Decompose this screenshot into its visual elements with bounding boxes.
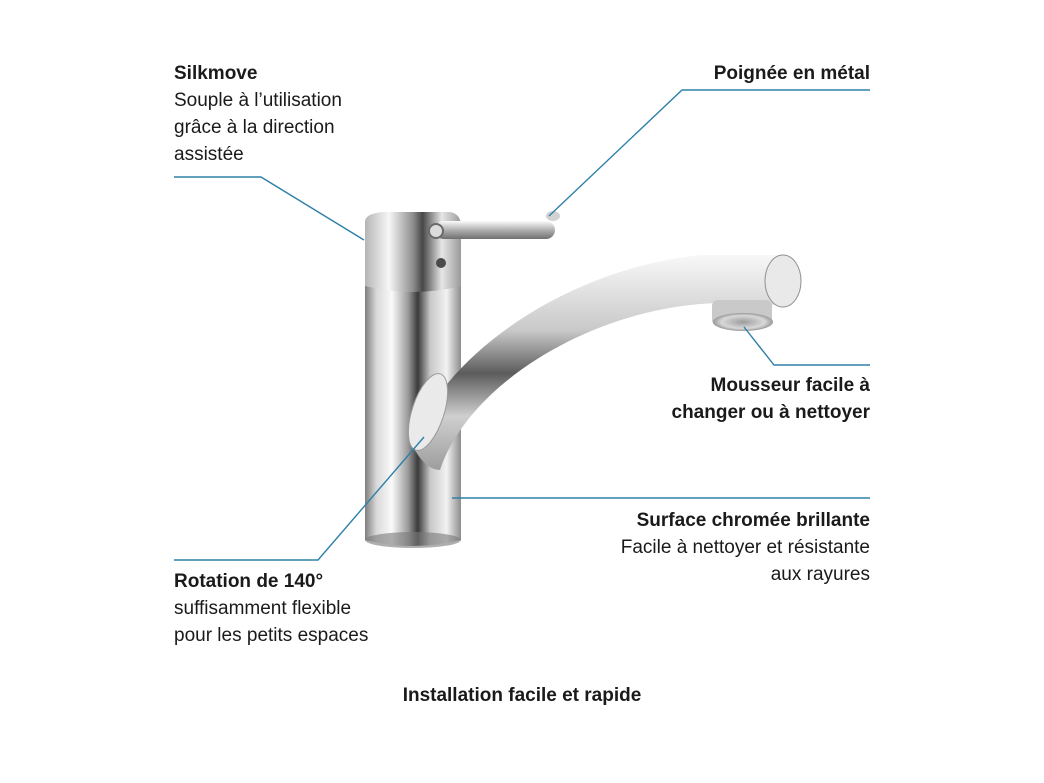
callout-rotation-line: suffisamment flexible: [174, 598, 352, 619]
callout-surface-line: Facile à nettoyer et résistante: [620, 537, 870, 558]
callout-silkmove-line: Souple à l’utilisation: [174, 90, 342, 111]
lever-handle: [428, 211, 560, 239]
footer-caption: Installation facile et rapide: [402, 685, 642, 706]
callout-surface-title: Surface chromée brillante: [636, 510, 870, 531]
leader-line-aerator: [743, 326, 870, 366]
faucet-spout: [407, 254, 802, 470]
callout-handle-title: Poignée en métal: [713, 63, 870, 84]
callout-rotation-title: Rotation de 140°: [174, 571, 324, 592]
callout-silkmove: Silkmove Souple à l’utilisation grâce à …: [174, 60, 342, 168]
aerator: [712, 300, 773, 331]
callout-surface: Surface chromée brillante Facile à netto…: [621, 507, 870, 588]
callout-rotation: Rotation de 140° suffisamment flexible p…: [174, 568, 368, 649]
leader-line-handle: [548, 89, 870, 217]
callout-surface-line: aux rayures: [770, 564, 870, 585]
callout-rotation-line: pour les petits espaces: [174, 625, 369, 646]
callout-silkmove-line: assistée: [174, 144, 244, 165]
callout-handle: Poignée en métal: [714, 60, 870, 87]
callout-silkmove-title: Silkmove: [174, 63, 258, 84]
callout-aerator-title-line: Mousseur facile à: [710, 375, 870, 396]
callout-aerator: Mousseur facile à changer ou à nettoyer: [672, 372, 871, 426]
leader-line-silkmove: [174, 176, 365, 241]
callout-silkmove-line: grâce à la direction: [174, 117, 335, 138]
callout-aerator-title-line: changer ou à nettoyer: [671, 402, 871, 423]
leader-line-rotation: [174, 436, 425, 561]
